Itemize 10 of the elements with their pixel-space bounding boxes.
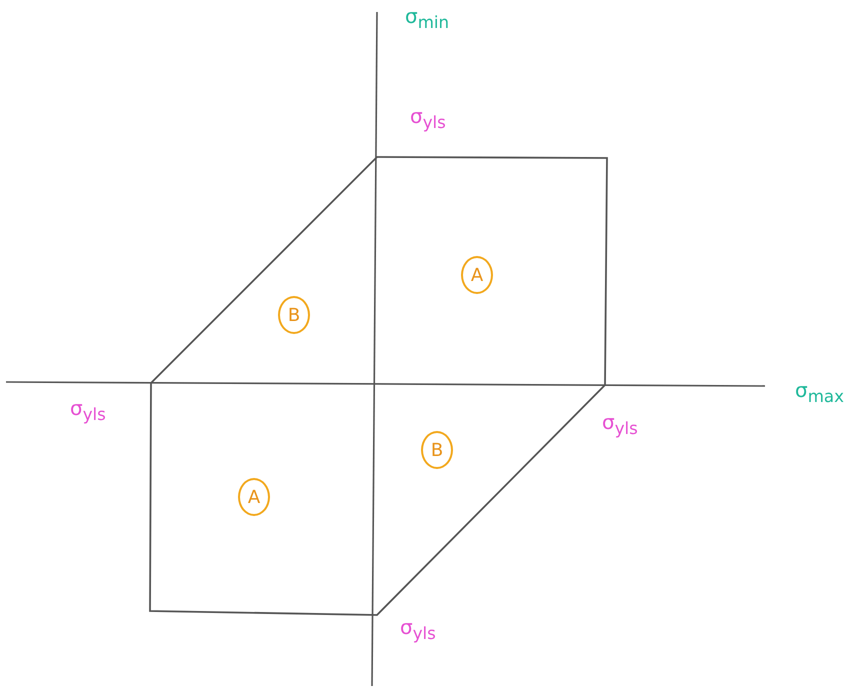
axis-label: σ$_{yls}$ <box>602 410 638 438</box>
circled-letter: B <box>278 296 310 334</box>
axis-label: σ$_{min}$ <box>405 4 450 32</box>
circled-letter: A <box>238 478 270 516</box>
axis-label: σ$_{yls}$ <box>410 104 446 132</box>
axis-label: σ$_{yls}$ <box>400 615 436 643</box>
circled-letter: A <box>461 256 493 294</box>
axis-label: σ$_{max}$ <box>795 378 844 406</box>
circled-letter: B <box>421 431 453 469</box>
axis-label: σ$_{yls}$ <box>70 396 106 424</box>
